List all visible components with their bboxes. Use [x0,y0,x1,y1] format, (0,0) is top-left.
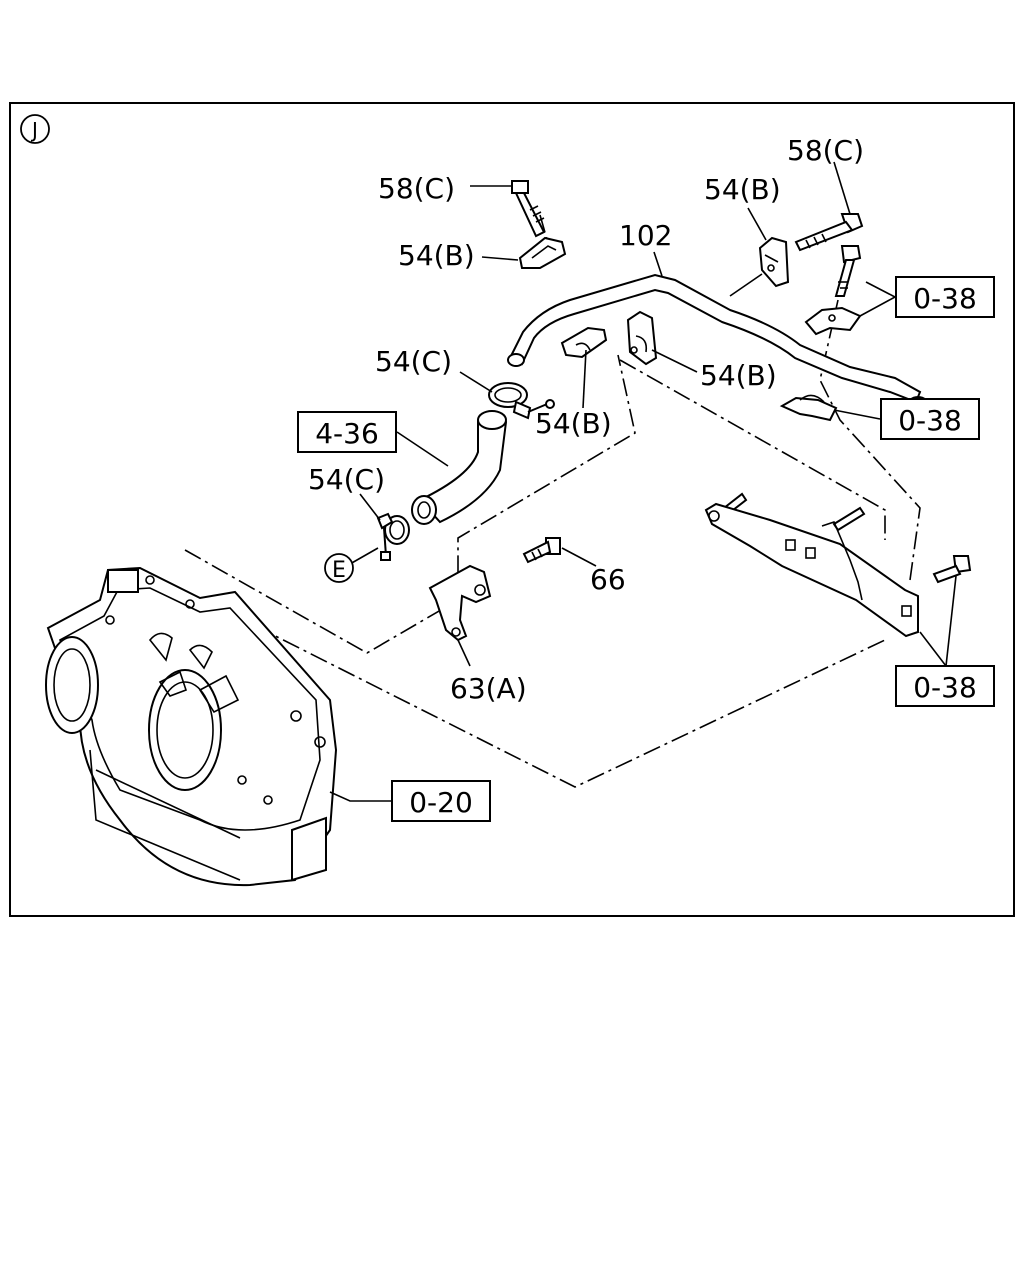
ref-box-0-20: 0-20 [391,780,491,822]
clip-54b-right-upper [758,236,790,288]
label-66: 66 [590,563,626,596]
bracket-63a [428,564,492,642]
bolt-66 [522,537,561,564]
bracket-long [704,502,919,638]
clip-54b-top-left [518,236,567,269]
connector-e: E [324,553,354,583]
ref-box-0-38-top-text: 0-38 [913,282,977,315]
label-54b-top: 54(B) [704,173,781,206]
label-54c-upper: 54(C) [375,345,452,378]
hose-clamp-upper [488,382,555,420]
diagram-frame [9,102,1015,917]
bolt-58c-right [794,213,864,252]
ref-box-0-38-mid: 0-38 [880,398,980,440]
ref-box-4-36-text: 4-36 [315,417,379,450]
clip-54b-center [560,326,608,359]
label-102: 102 [619,219,672,252]
label-58c-left: 58(C) [378,172,455,205]
label-58c-right: 58(C) [787,134,864,167]
hose-clamp-lower [376,512,410,561]
leader-lines [329,161,957,802]
bolt-58c-left [511,180,546,238]
ref-box-0-20-text: 0-20 [409,786,473,819]
flywheel-housing [45,566,338,887]
section-marker-text: J [30,118,38,142]
bolt-0-38-lower [932,555,972,584]
ref-box-0-38-top: 0-38 [895,276,995,318]
ref-box-0-38-bottom: 0-38 [895,665,995,707]
bolt-bracket-mid [832,506,866,532]
assembly-lines [184,214,921,788]
clip-54b-right-lower [626,310,658,366]
ref-box-4-36: 4-36 [297,411,397,453]
label-54c-lower: 54(C) [308,463,385,496]
section-marker-j: J [20,114,50,144]
connector-e-text: E [332,558,346,583]
hose-4-36 [411,410,508,525]
ref-box-0-38-mid-text: 0-38 [898,404,962,437]
clamp-0-38-upper [804,306,862,336]
ref-box-0-38-bottom-text: 0-38 [913,671,977,704]
label-54b-center: 54(B) [535,407,612,440]
label-54b-left: 54(B) [398,239,475,272]
label-54b-right: 54(B) [700,359,777,392]
bolt-0-38-upper [834,245,862,297]
label-63a: 63(A) [450,672,527,705]
clamp-0-38-mid [779,394,838,422]
